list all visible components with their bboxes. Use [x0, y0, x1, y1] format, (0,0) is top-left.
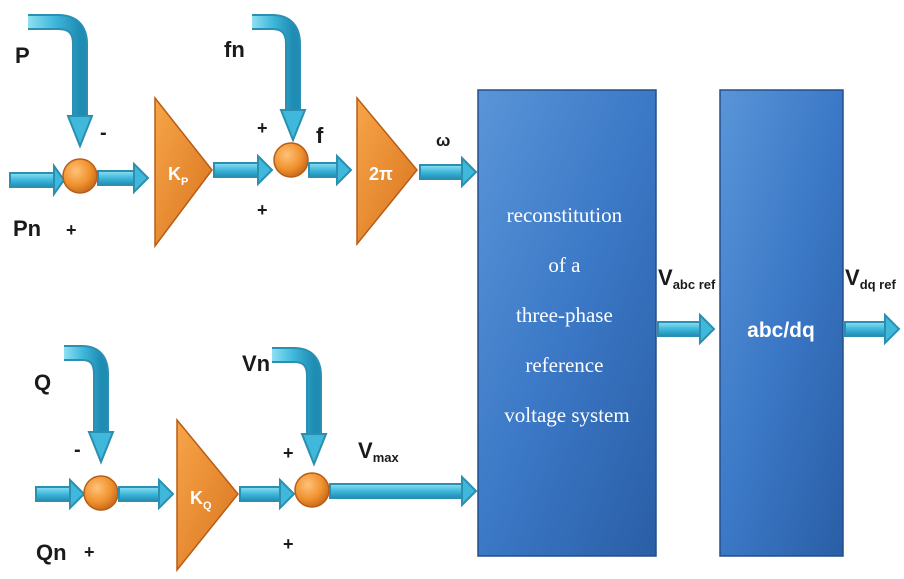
label-vdq-sub: dq ref	[860, 277, 897, 292]
svg-text:KP: KP	[168, 164, 188, 188]
label-p: P	[15, 43, 30, 68]
label-vabc-main: V	[658, 265, 673, 290]
arrow-vdq-ref	[844, 312, 901, 346]
sum2-plus-bottom: +	[257, 200, 268, 220]
abc-dq-transform-block	[719, 89, 844, 557]
arrow-sum3-to-kq	[118, 477, 175, 511]
arrow-fn-input	[252, 13, 307, 143]
svg-text:Vmax: Vmax	[358, 438, 399, 465]
gain-2pi-label: 2π	[369, 164, 393, 184]
gain-kq-main: K	[190, 488, 203, 508]
sum-junction-3	[83, 475, 119, 511]
gain-kq-block	[176, 417, 239, 573]
label-vmax-sub: max	[373, 450, 400, 465]
label-pn: Pn	[13, 216, 41, 241]
arrow-p-input	[28, 14, 94, 149]
reconstitution-line-5: voltage system	[504, 403, 629, 427]
gain-kq-sub: Q	[203, 500, 212, 512]
gain-kp-block	[154, 95, 213, 249]
arrow-kp-to-sum2	[213, 153, 274, 187]
label-vmax-main: V	[358, 438, 373, 463]
reconstitution-block	[477, 89, 657, 557]
label-omega: ω	[436, 131, 450, 150]
label-f: f	[316, 123, 324, 148]
label-fn: fn	[224, 37, 245, 62]
sum1-minus-sign: -	[100, 122, 107, 144]
sum3-plus-sign: +	[84, 542, 95, 562]
gain-2pi-block	[356, 95, 418, 247]
sum2-plus-top: +	[257, 118, 268, 138]
arrow-q-input	[64, 345, 115, 465]
svg-text:KQ: KQ	[190, 488, 212, 512]
sum-junction-2	[273, 142, 309, 178]
reconstitution-line-2: of a	[548, 253, 581, 277]
reconstitution-line-3: three-phase	[516, 303, 613, 327]
sum-junction-4	[294, 472, 330, 508]
gain-kp-sub: P	[181, 176, 188, 188]
arrow-omega	[419, 155, 478, 189]
label-qn: Qn	[36, 540, 67, 565]
arrow-sum1-to-kp	[97, 161, 150, 195]
abc-dq-label: abc/dq	[747, 319, 815, 342]
sum4-plus-bottom: +	[283, 534, 294, 554]
label-vabc-sub: abc ref	[673, 277, 716, 292]
reconstitution-line-4: reference	[525, 353, 603, 377]
arrow-vmax	[329, 474, 478, 508]
sum-junction-1	[62, 158, 98, 194]
label-vdq-main: V	[845, 265, 860, 290]
arrow-kq-to-sum4	[239, 477, 296, 511]
sum4-plus-top: +	[283, 443, 294, 463]
arrow-vabc-ref	[657, 312, 716, 346]
label-q: Q	[34, 370, 51, 395]
arrow-sum2-to-2pi	[308, 153, 353, 187]
arrow-pn-input	[9, 162, 66, 198]
label-vn: Vn	[242, 351, 270, 376]
gain-kp-main: K	[168, 164, 181, 184]
arrow-qn-input	[35, 477, 86, 511]
sum1-plus-sign: +	[66, 220, 77, 240]
reconstitution-label: reconstitution of a three-phase referenc…	[504, 203, 629, 427]
sum3-minus-sign: -	[74, 439, 81, 461]
svg-text:Vabc ref: Vabc ref	[658, 265, 716, 292]
svg-text:Vdq ref: Vdq ref	[845, 265, 896, 292]
arrow-vn-input	[272, 347, 328, 467]
reconstitution-line-1: reconstitution	[507, 203, 623, 227]
